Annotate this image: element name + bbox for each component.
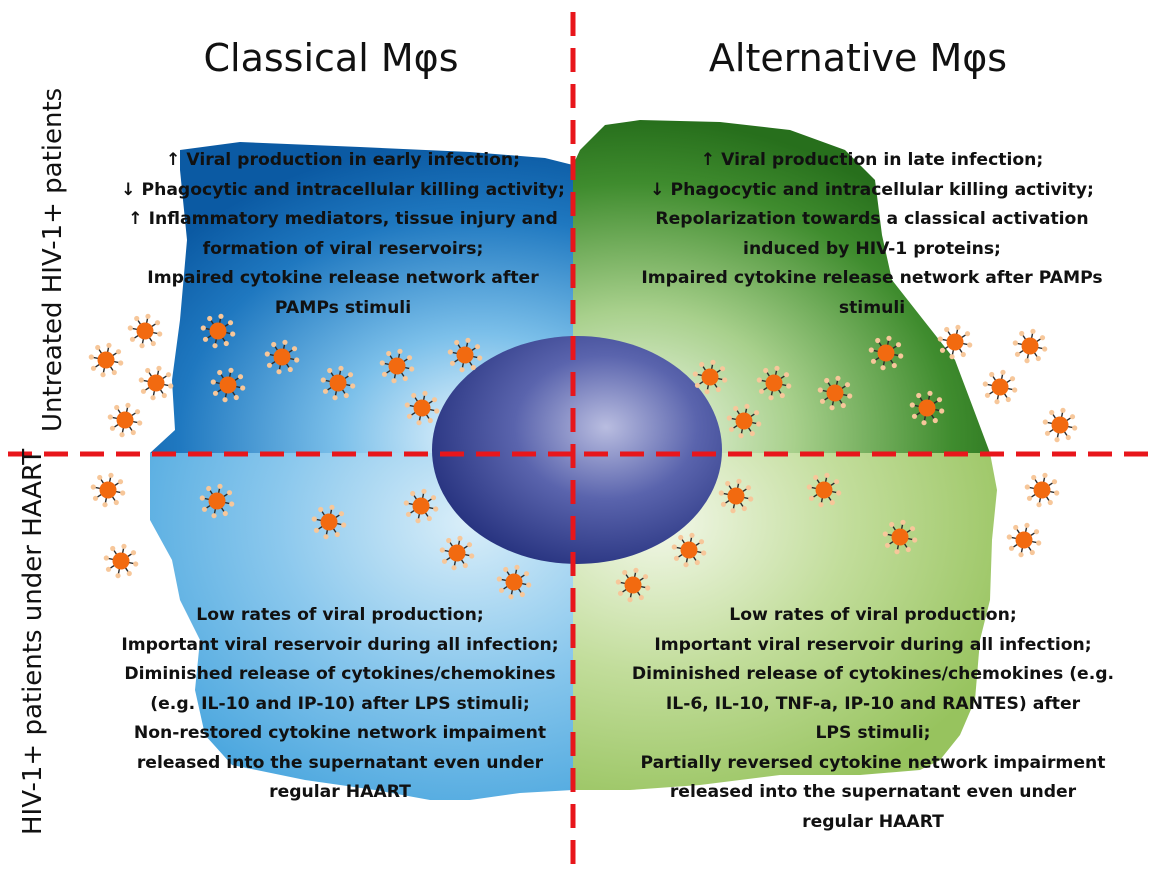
text-line: regular HAART xyxy=(269,782,411,802)
virion-icon xyxy=(1012,328,1048,364)
row-title-haart: HIV-1+ patients under HAART xyxy=(18,448,48,835)
column-title-classical: Classical Mφs xyxy=(203,36,459,80)
virion-icon xyxy=(909,390,945,426)
virion-icon xyxy=(615,567,651,603)
cell-classical-untreated xyxy=(150,142,573,453)
virion-icon xyxy=(447,337,483,373)
virion-icon xyxy=(210,367,246,403)
virion-icon xyxy=(982,369,1018,405)
virion-icon xyxy=(1024,472,1060,508)
virion-icon xyxy=(199,483,235,519)
virion-icon xyxy=(88,342,124,378)
virion-icon xyxy=(726,403,762,439)
text-line: (e.g. IL-10 and IP-10) after LPS stimuli… xyxy=(150,693,530,714)
text-classical-haart: Low rates of viral production; Important… xyxy=(75,601,605,808)
virion-icon xyxy=(200,313,236,349)
text-line: Repolarization towards a classical activ… xyxy=(655,209,1089,229)
virion-icon xyxy=(806,472,842,508)
virion-icon xyxy=(496,564,532,600)
text-line: Low rates of viral production; xyxy=(729,605,1017,625)
text-line: Partially reversed cytokine network impa… xyxy=(640,752,1106,773)
virion-icon xyxy=(90,472,126,508)
text-line: Low rates of viral production; xyxy=(196,605,484,625)
text-line: Diminished release of cytokines/chemokin… xyxy=(631,664,1115,684)
text-line: Impaired cytokine release network after xyxy=(147,268,539,288)
virion-group xyxy=(88,313,1078,603)
text-line: stimuli xyxy=(838,297,906,318)
virion-icon xyxy=(103,543,139,579)
nucleus xyxy=(432,336,722,564)
virion-icon xyxy=(403,488,439,524)
virion-icon xyxy=(937,324,973,360)
text-line: LPS stimuli; xyxy=(815,723,931,743)
text-line: ↓ Phagocytic and intracellular killing a… xyxy=(121,179,565,200)
virion-icon xyxy=(671,532,707,568)
virion-icon xyxy=(882,519,918,555)
text-line: ↑ Inflammatory mediators, tissue injury … xyxy=(128,209,558,229)
virion-icon xyxy=(311,504,347,540)
text-line: Non-restored cytokine network impaiment xyxy=(133,723,547,743)
virion-icon xyxy=(1006,522,1042,558)
virion-icon xyxy=(138,365,174,401)
text-line: Important viral reservoir during all inf… xyxy=(654,634,1092,655)
text-line: induced by HIV-1 proteins; xyxy=(743,238,1001,259)
column-title-alternative: Alternative Mφs xyxy=(708,36,1008,80)
text-line: released into the supernatant even under xyxy=(136,752,544,773)
virion-icon xyxy=(127,313,163,349)
virion-icon xyxy=(439,535,475,571)
virion-icon xyxy=(692,359,728,395)
text-alternative-untreated: ↑ Viral production in late infection; ↓ … xyxy=(602,146,1142,323)
text-line: ↑ Viral production in late infection; xyxy=(700,150,1044,170)
virion-icon xyxy=(1042,407,1078,443)
text-line: PAMPs stimuli xyxy=(274,297,412,318)
virion-icon xyxy=(817,375,853,411)
virion-icon xyxy=(404,390,440,426)
virion-icon xyxy=(868,335,904,371)
virion-icon xyxy=(718,478,754,514)
text-line: Impaired cytokine release network after … xyxy=(641,268,1103,288)
text-line: Diminished release of cytokines/chemokin… xyxy=(124,664,556,684)
virion-icon xyxy=(107,402,143,438)
virion-icon xyxy=(756,365,792,401)
text-line: formation of viral reservoirs; xyxy=(202,238,484,259)
virion-icon xyxy=(264,339,300,375)
virion-icon xyxy=(320,365,356,401)
text-line: IL-6, IL-10, TNF-a, IP-10 and RANTES) af… xyxy=(665,693,1081,714)
text-line: released into the supernatant even under xyxy=(669,782,1077,802)
text-classical-untreated: ↑ Viral production in early infection; ↓… xyxy=(78,146,608,323)
cell-classical-haart xyxy=(150,453,573,800)
text-line: regular HAART xyxy=(802,811,944,832)
text-line: ↑ Viral production in early infection; xyxy=(165,150,521,170)
row-title-untreated: Untreated HIV-1+ patients xyxy=(38,87,68,432)
virion-icon xyxy=(379,348,415,384)
text-line: ↓ Phagocytic and intracellular killing a… xyxy=(650,179,1094,200)
text-line: Important viral reservoir during all inf… xyxy=(121,634,559,655)
text-alternative-haart: Low rates of viral production; Important… xyxy=(598,601,1148,837)
